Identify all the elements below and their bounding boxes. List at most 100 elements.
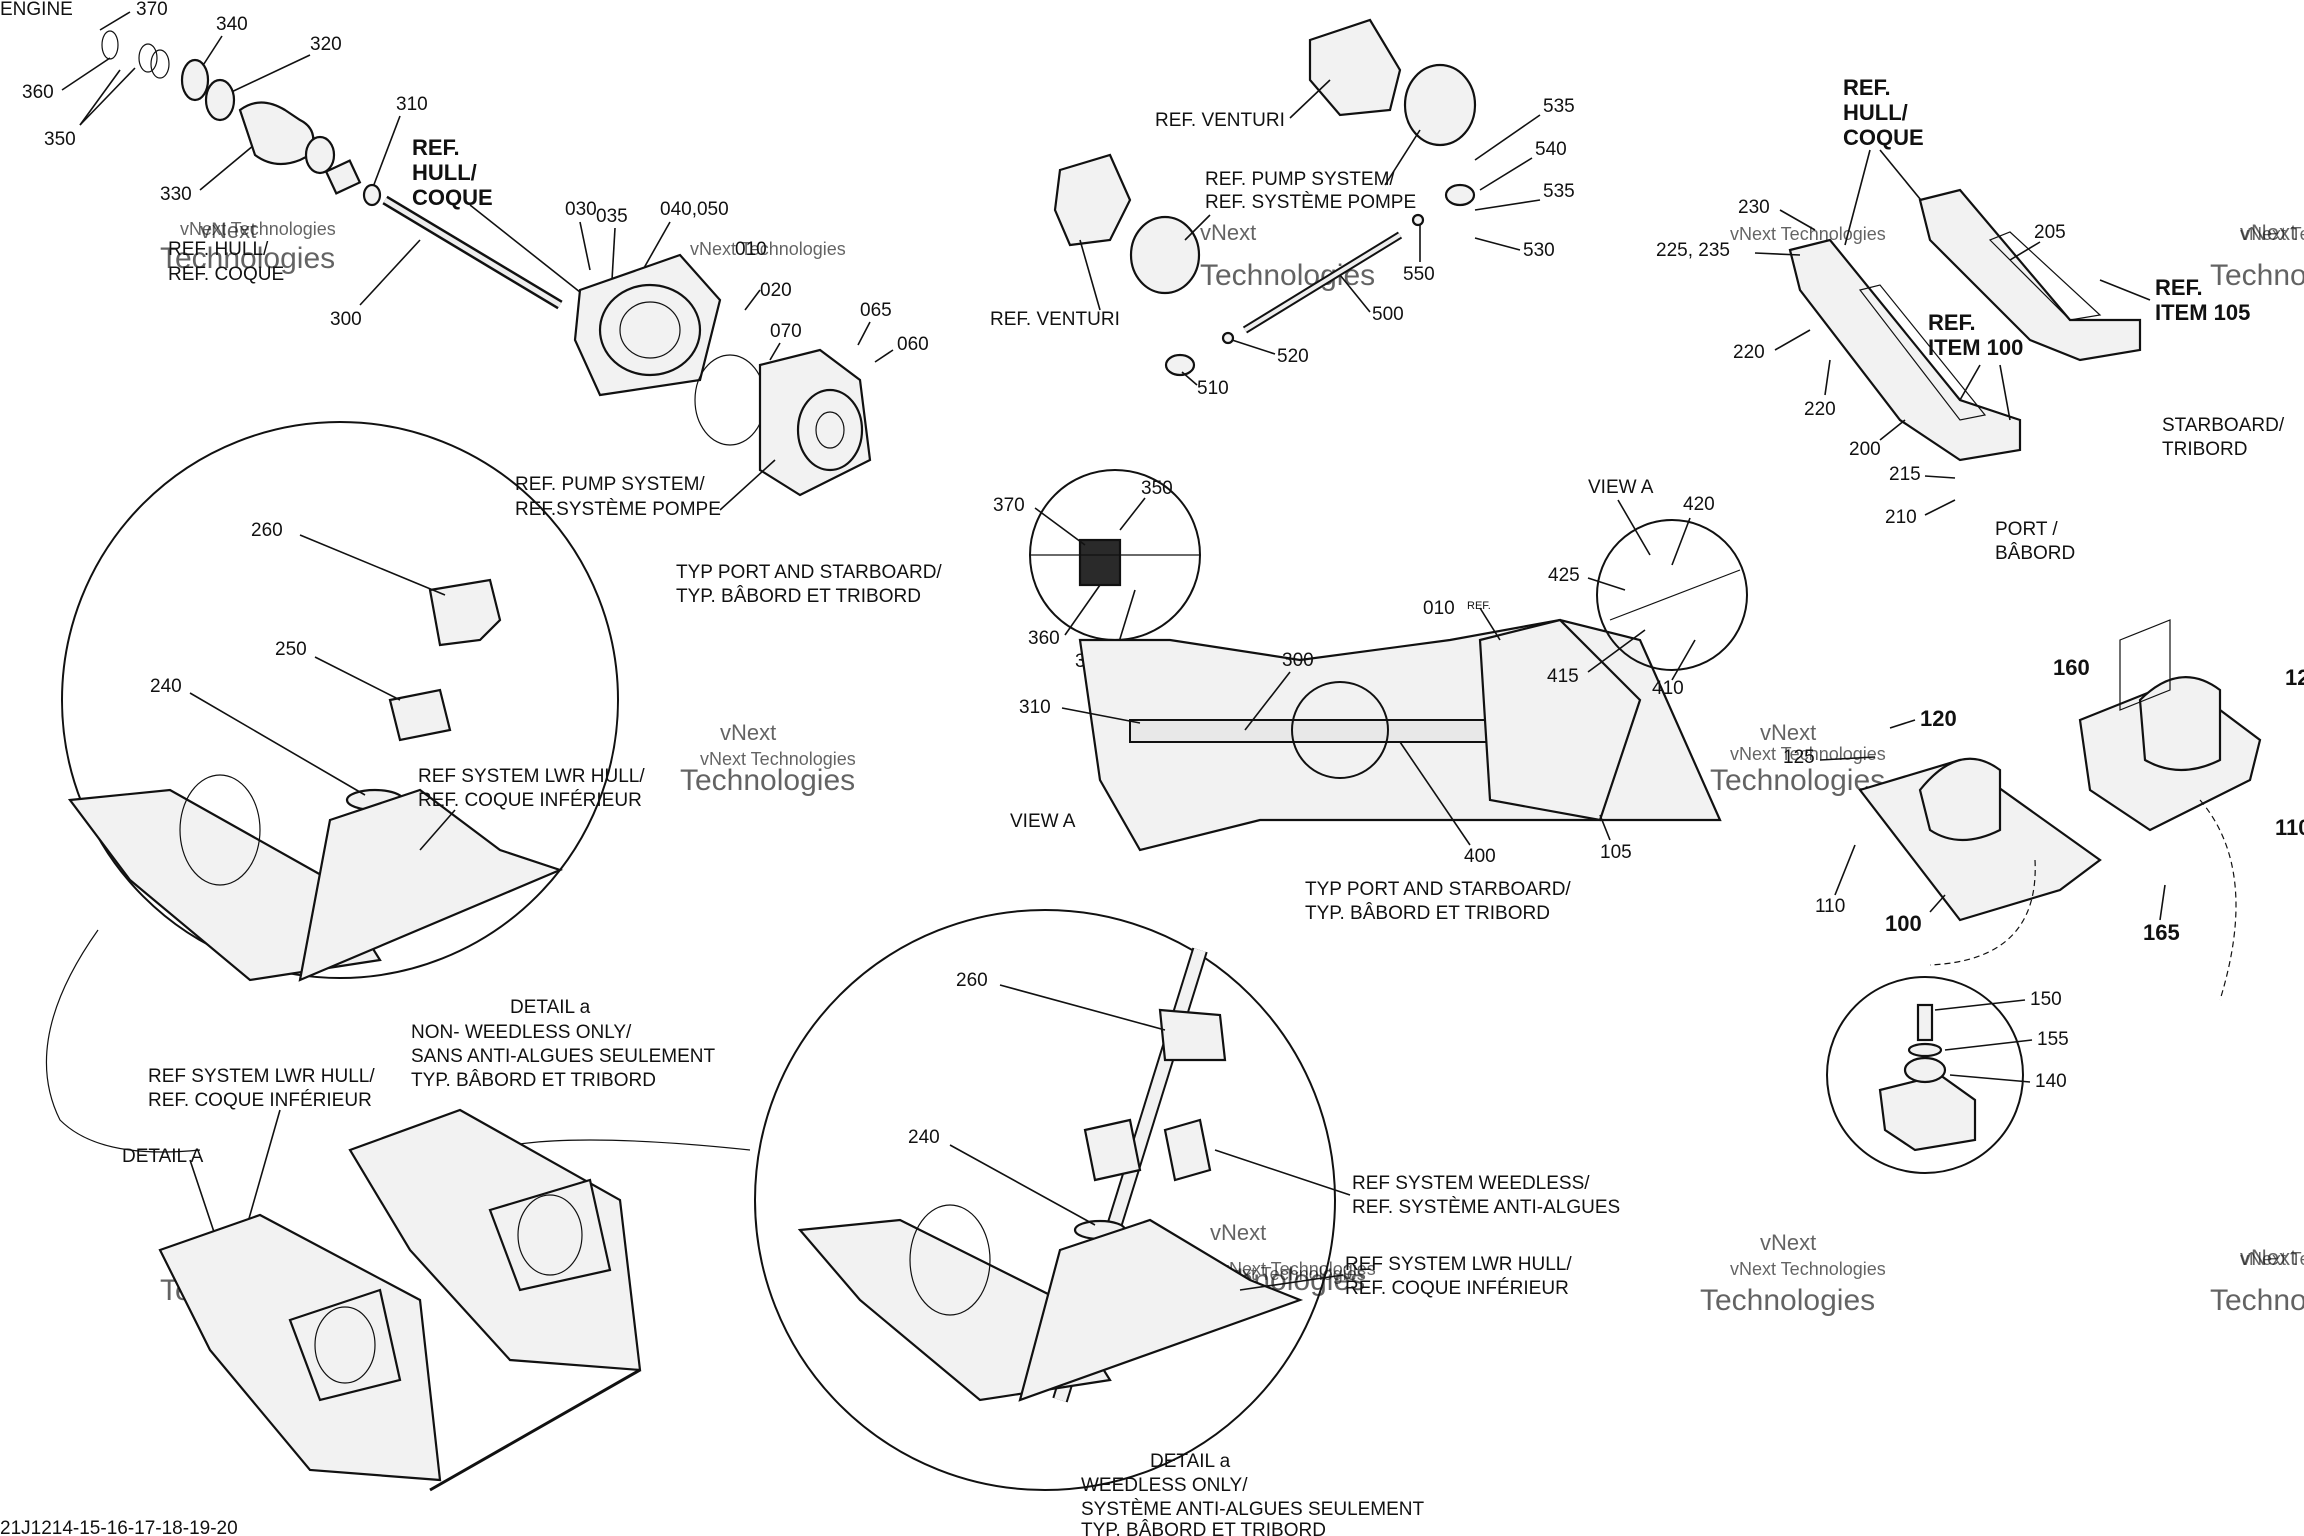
label-300b: 300 <box>1282 650 1314 671</box>
watermark-line1: vNext <box>1200 220 1256 245</box>
label-520: 520 <box>1277 346 1309 367</box>
label-ref-sys-lwr-c1: REF SYSTEM LWR HULL/ <box>1345 1254 1572 1275</box>
rod-end-540 <box>1444 183 1476 207</box>
watermark-inline: vNext Technologies <box>2240 224 2304 244</box>
label-view-a-top: VIEW A <box>1588 477 1654 498</box>
label-200: 200 <box>1849 439 1881 460</box>
watermark-line1: vNext <box>1760 1230 1816 1255</box>
mount-140 <box>1878 1073 1977 1152</box>
label-ref-pump-1: REF. PUMP SYSTEM/ <box>515 474 705 495</box>
label-330: 330 <box>160 184 192 205</box>
label-360: 360 <box>22 82 54 103</box>
rod-end-510 <box>1164 353 1196 377</box>
label-ref-venturi-left: REF. VENTURI <box>990 309 1120 330</box>
label-port-1: PORT / <box>1995 519 2058 540</box>
o-ring-020 <box>694 354 766 446</box>
label-510: 510 <box>1197 378 1229 399</box>
washer-155 <box>1907 1042 1943 1058</box>
label-150: 150 <box>2030 989 2062 1010</box>
venturi-left <box>1053 153 1132 247</box>
label-410: 410 <box>1652 678 1684 699</box>
label-non-weedless-1: NON- WEEDLESS ONLY/ <box>411 1022 632 1043</box>
label-120: 120 <box>1920 706 1957 731</box>
bracket-200 <box>1788 238 2022 462</box>
watermark-inline: vNext Technologies <box>690 239 846 259</box>
venturi-top <box>1308 18 1402 117</box>
label-070: 070 <box>770 321 802 342</box>
label-125: 125 <box>1783 747 1815 768</box>
label-400: 400 <box>1464 846 1496 867</box>
label-ref-hull-left-1: REF. HULL/ <box>168 239 269 260</box>
label-220b: 220 <box>1804 399 1836 420</box>
o-ring-360 <box>138 43 158 73</box>
label-ref-hull-3: COQUE <box>412 185 493 210</box>
label-420: 420 <box>1683 494 1715 515</box>
bracket-205 <box>1918 188 2142 362</box>
label-140: 140 <box>2035 1071 2067 1092</box>
label-ref-pump-2: REF.SYSTÈME POMPE <box>515 499 721 520</box>
watermark-inline: vNext Technologies <box>180 219 336 239</box>
label-typ-port-1: TYP PORT AND STARBOARD/ <box>676 562 942 583</box>
insert-weedless <box>1083 1118 1142 1182</box>
label-215: 215 <box>1889 464 1921 485</box>
label-225-235: 225, 235 <box>1656 240 1730 261</box>
label-ref-hull-left-2: REF. COQUE <box>168 264 284 285</box>
label-ref-small: REF. <box>1467 600 1491 612</box>
bolt-150 <box>1916 1003 1934 1042</box>
detail-weedless: 260 240 REF SYSTEM WEEDLESS/ REF. SYSTÈM… <box>754 909 1620 1536</box>
engine-mounts-view: 160 12 120 125 110 110 100 165 150 155 1… <box>1783 619 2304 1174</box>
watermark-line1: vNext <box>200 218 256 243</box>
label-non-weedless-2: SANS ANTI-ALGUES SEULEMENT <box>411 1046 715 1067</box>
label-weedless-1: WEEDLESS ONLY/ <box>1081 1475 1248 1496</box>
label-165: 165 <box>2143 920 2180 945</box>
label-weedless-3: TYP. BÂBORD ET TRIBORD <box>1081 1519 1326 1536</box>
label-030: 030 <box>565 199 597 220</box>
label-040-050: 040,050 <box>660 199 729 220</box>
label-detail-A: DETAIL A <box>122 1146 204 1167</box>
label-350: 350 <box>44 129 76 150</box>
drawing-number: 21J1214-15-16-17-18-19-20 <box>0 1518 238 1536</box>
snap-ring-370 <box>101 30 119 60</box>
label-020: 020 <box>760 280 792 301</box>
venturi-linkage-view: REF. VENTURI REF. VENTURI REF. PUMP SYST… <box>990 18 1575 399</box>
label-ref-hull-1: REF. <box>412 135 460 160</box>
cap-260 <box>428 578 502 647</box>
spacer-310 <box>324 159 362 195</box>
label-350b: 350 <box>1141 478 1173 499</box>
label-ref-pump-top-2: REF. SYSTÈME POMPE <box>1205 192 1416 213</box>
label-230: 230 <box>1738 197 1770 218</box>
label-010: 010 <box>735 239 767 260</box>
label-ref-hull-2: HULL/ <box>412 160 477 185</box>
detail-non-weedless: 260 250 240 REF SYSTEM LWR HULL/ REF. CO… <box>61 421 715 1091</box>
label-210: 210 <box>1885 507 1917 528</box>
label-100: 100 <box>1885 911 1922 936</box>
watermark-inline: vNext Technologies <box>1220 1259 1376 1279</box>
label-205: 205 <box>2034 222 2066 243</box>
label-010b: 010 <box>1423 598 1455 619</box>
lower-hull-assembly: REF SYSTEM LWR HULL/ REF. COQUE INFÉRIEU… <box>45 929 751 1492</box>
watermark-line1: vNext <box>1210 1220 1266 1245</box>
cap-260b <box>1158 1008 1227 1062</box>
label-415: 415 <box>1547 666 1579 687</box>
label-view-a-left: VIEW A <box>1010 811 1076 832</box>
watermark-inline: vNext Technologies <box>1730 224 1886 244</box>
label-starboard-1: STARBOARD/ <box>2162 415 2285 436</box>
label-060: 060 <box>897 334 929 355</box>
label-detail-a-lower: DETAIL a <box>510 997 591 1018</box>
label-ref-hull-r1: REF. <box>1843 75 1891 100</box>
watermark-line1: vNext <box>720 720 776 745</box>
watermark-line2: Technologies <box>1700 1284 1875 1317</box>
label-ref-hull-r2: HULL/ <box>1843 100 1908 125</box>
support-brackets-view: REF. HULL/ COQUE 230 225, 235 205 REF. I… <box>1656 75 2285 564</box>
label-non-weedless-3: TYP. BÂBORD ET TRIBORD <box>411 1069 656 1091</box>
label-ref-item105-1: REF. <box>2155 275 2203 300</box>
label-105: 105 <box>1600 842 1632 863</box>
label-ref-sys-lwr-b1: REF SYSTEM LWR HULL/ <box>148 1066 375 1087</box>
driveshaft-exploded-view: ENGINE 370 340 320 360 350 310 330 REF. … <box>0 0 942 607</box>
watermark-inline: vNext Technologies <box>2240 1249 2304 1269</box>
tie-rod <box>429 1368 641 1492</box>
label-typ-port-b1: TYP PORT AND STARBOARD/ <box>1305 879 1571 900</box>
label-ref-pump-top-1: REF. PUMP SYSTEM/ <box>1205 169 1395 190</box>
label-engine: ENGINE <box>0 0 73 20</box>
